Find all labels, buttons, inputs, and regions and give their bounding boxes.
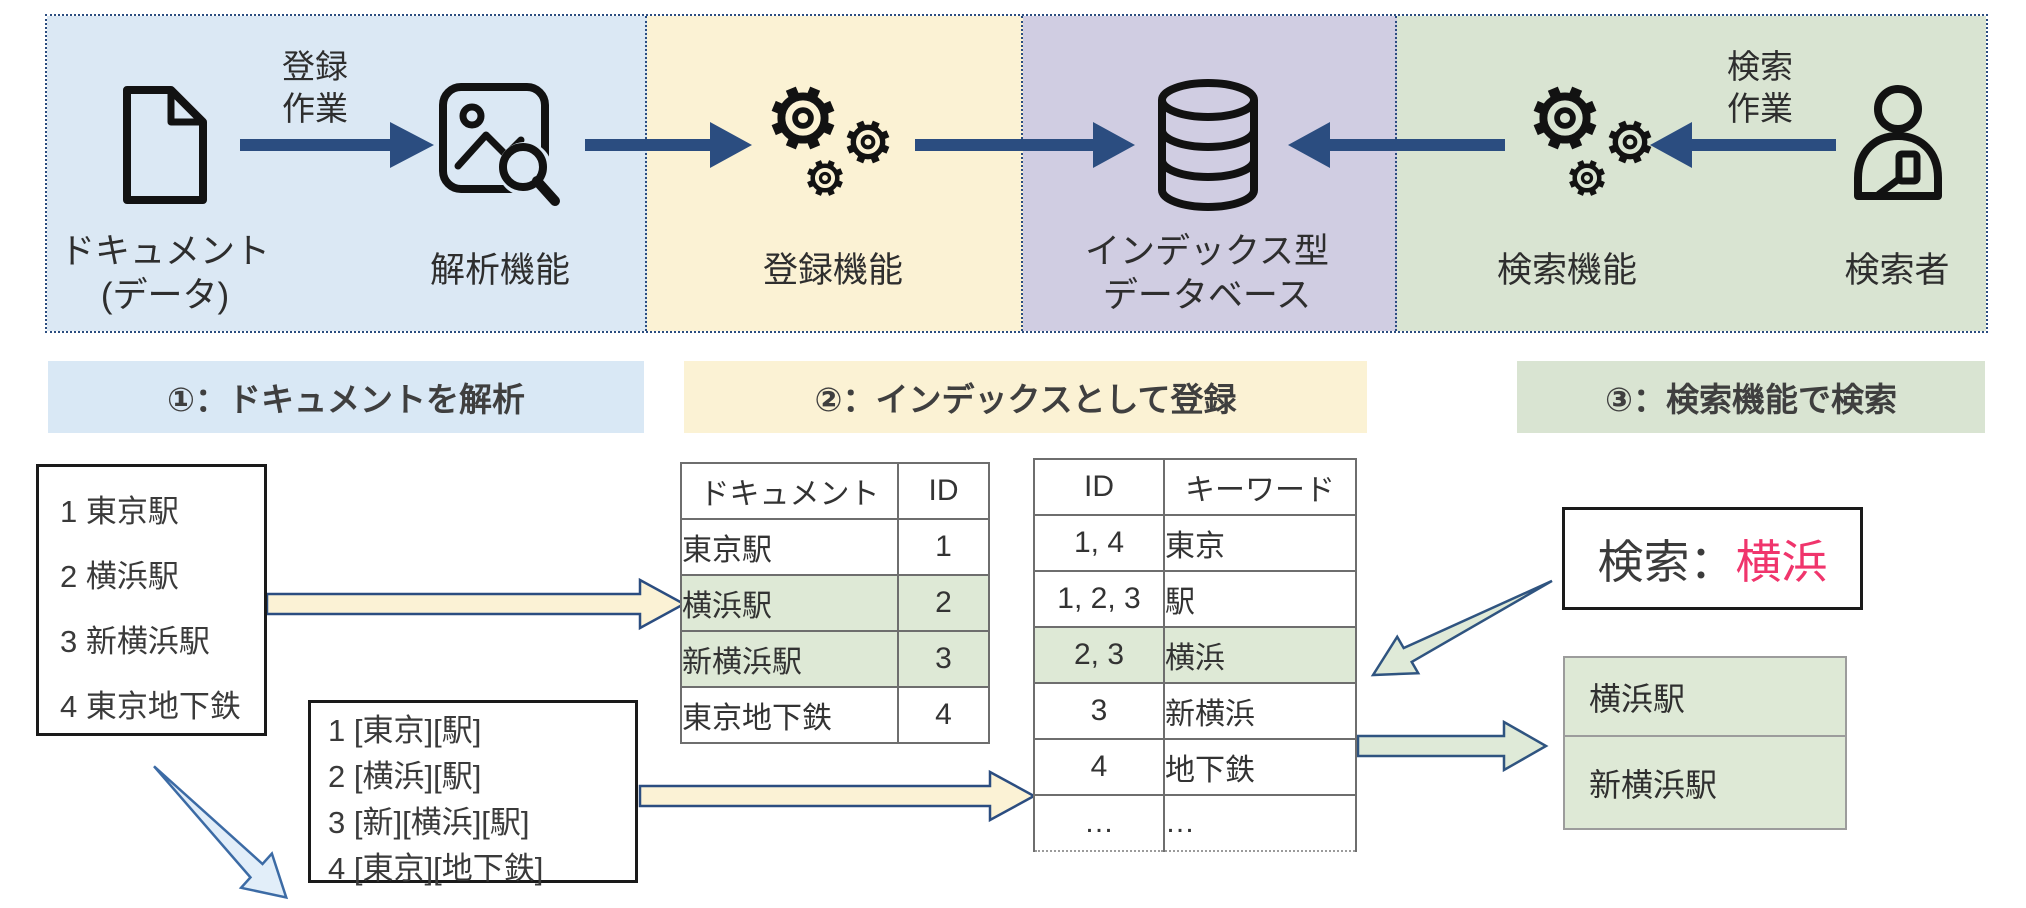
list-item: 4 東京地下鉄 — [60, 689, 241, 724]
index-db-label: インデックス型データベース — [1085, 232, 1329, 315]
arrow-docs-to-tokens — [153, 765, 289, 900]
table-row: 東京駅 1 — [680, 518, 990, 576]
id-header-cell: ID — [1033, 458, 1165, 516]
list-item: 1 [東京][駅] — [328, 713, 482, 748]
search-results-box: 横浜駅 新横浜駅 — [1563, 656, 1847, 830]
table-header-row: ドキュメント ID — [680, 462, 990, 520]
analyze-label: 解析機能 — [429, 251, 571, 290]
arrow-docs-to-doctable — [265, 577, 687, 631]
document-icon — [123, 86, 207, 204]
list-item: 3 [新][横浜][駅] — [328, 805, 530, 840]
section-search-bg — [1397, 16, 1986, 331]
document-label: ドキュメント(データ) — [59, 232, 271, 315]
image-analysis-icon — [439, 83, 560, 206]
search-query-text: 横浜 — [1735, 535, 1828, 588]
magnifier-icon — [499, 143, 560, 206]
step-3-header: ③：検索機能で検索 — [1517, 361, 1985, 433]
result-item: 横浜駅 — [1565, 658, 1845, 735]
list-item: 1 東京駅 — [60, 494, 179, 529]
searcher-person-icon — [1854, 85, 1942, 200]
search-func-label: 検索機能 — [1496, 251, 1638, 290]
arrow-idxtable-to-results — [1356, 719, 1549, 773]
id-header-cell: ID — [897, 462, 990, 520]
register-work-label: 登録作業 — [282, 48, 348, 127]
list-item: 4 [東京][地下鉄] — [328, 851, 544, 886]
flow-band — [45, 14, 1988, 333]
ellipsis-row: … … — [1033, 794, 1357, 852]
search-prefix: 検索： — [1597, 535, 1736, 588]
table-row: 1, 2, 3 駅 — [1033, 570, 1357, 628]
register-label: 登録機能 — [762, 251, 904, 290]
arrow-query-to-idxtable — [1370, 579, 1553, 677]
documents-list-box: 1 東京駅 2 横浜駅 3 新横浜駅 4 東京地下鉄 — [36, 464, 267, 736]
step-2-header: ②：インデックスとして登録 — [684, 361, 1367, 433]
search-gears-icon — [1522, 78, 1662, 203]
database-icon — [1158, 79, 1258, 211]
tokenized-list-box: 1 [東京][駅] 2 [横浜][駅] 3 [新][横浜][駅] 4 [東京][… — [308, 700, 638, 886]
inverted-index-table: ID キーワード 1, 4 東京 1, 2, 3 駅 2, 3 横浜 3 新横浜… — [1033, 458, 1357, 852]
register-gears-icon — [760, 78, 900, 203]
table-row: 2, 3 横浜 — [1033, 626, 1357, 684]
keyword-header-cell: キーワード — [1163, 458, 1357, 516]
table-row: 新横浜駅 3 — [680, 630, 990, 688]
step-1-header: ①：ドキュメントを解析 — [48, 361, 644, 433]
search-query-box: 検索：横浜 — [1562, 507, 1863, 610]
list-item: 2 [横浜][駅] — [328, 759, 482, 794]
table-header-row: ID キーワード — [1033, 458, 1357, 516]
result-item: 新横浜駅 — [1565, 735, 1845, 828]
table-row: 3 新横浜 — [1033, 682, 1357, 740]
searcher-label: 検索者 — [1844, 251, 1950, 290]
list-item: 2 横浜駅 — [60, 559, 179, 594]
document-id-table: ドキュメント ID 東京駅 1 横浜駅 2 新横浜駅 3 東京地下鉄 4 — [680, 462, 990, 744]
doc-header-cell: ドキュメント — [680, 462, 899, 520]
table-row: 横浜駅 2 — [680, 574, 990, 632]
table-row: 1, 4 東京 — [1033, 514, 1357, 572]
list-item: 3 新横浜駅 — [60, 624, 210, 659]
table-row: 東京地下鉄 4 — [680, 686, 990, 744]
search-work-label: 検索作業 — [1727, 48, 1793, 127]
table-row: 4 地下鉄 — [1033, 738, 1357, 796]
arrow-tokens-to-idxtable — [638, 769, 1037, 823]
